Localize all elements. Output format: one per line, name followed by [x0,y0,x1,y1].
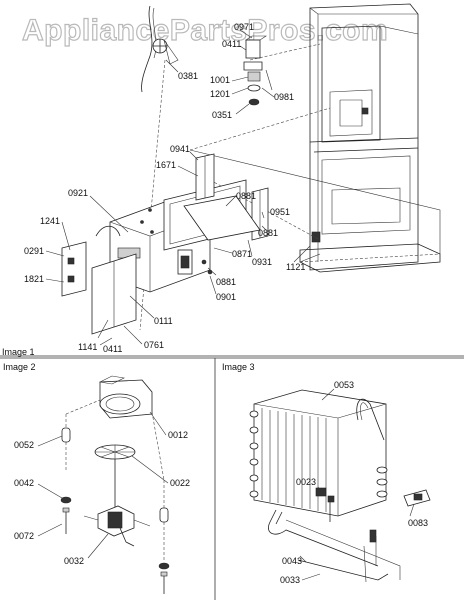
callout-1241: 1241 [40,216,60,226]
part-0032-drawing [83,505,151,547]
part-0072-drawing [62,507,168,594]
refrigerator-cabinet [299,3,441,273]
part-0381-drawing [141,5,179,93]
image-frames [0,355,464,600]
callout-1121: 1121 [286,262,305,272]
part-0083-drawing [403,489,431,507]
callout-0881-a: 0881 [236,191,256,201]
watermark-text: AppliancePartsPros.com [22,14,388,47]
callout-0053: 0053 [334,380,354,390]
caption-image2: Image 2 [3,362,36,372]
callout-0881-b: 0881 [258,228,278,238]
callout-0023: 0023 [296,477,316,487]
callout-0043: 0043 [282,556,302,566]
image2-drawing [60,375,170,594]
callout-0291: 0291 [24,246,44,256]
callout-0901: 0901 [216,292,236,302]
callout-1001: 1001 [210,75,230,85]
image1-leaders [45,29,311,346]
part-0022-drawing [94,444,136,510]
callout-0052: 0052 [14,440,34,450]
caption-image3: Image 3 [222,362,255,372]
callout-0111: 0111 [154,316,173,326]
image3-drawing [249,389,431,583]
callout-0411-bottom: 0411 [103,344,122,354]
part-0012-drawing [99,375,153,419]
callout-0881-c: 0881 [216,277,236,287]
part-0023-drawing [315,487,377,543]
part-0053-drawing [249,389,388,517]
callout-0761: 0761 [144,340,164,350]
callout-0981: 0981 [274,92,294,102]
part-0042-drawing [60,496,72,504]
image1-drawing [61,3,441,335]
callout-0941: 0941 [170,144,190,154]
callout-0411-top: 0411 [222,39,241,49]
callout-0072: 0072 [14,531,34,541]
callout-0921: 0921 [68,188,88,198]
callout-0032: 0032 [64,556,84,566]
image2-labels: 0012 0052 0022 0042 0072 0032 [14,430,190,566]
callout-0033: 0033 [280,575,300,585]
callout-0083: 0083 [408,518,428,528]
callout-0871: 0871 [232,249,252,259]
image2-leaders [37,411,169,559]
callout-1141: 1141 [78,342,97,352]
callout-0022: 0022 [170,478,190,488]
callout-0042: 0042 [14,478,34,488]
part-0043-drawing [268,509,401,580]
callout-0951: 0951 [270,207,290,217]
callout-0381: 0381 [178,71,198,81]
callout-0931: 0931 [252,257,272,267]
callout-1821: 1821 [24,274,44,284]
part-0033-drawing [297,545,389,583]
image1-labels: 0381 0971 0411 1001 1201 0981 0351 0941 … [24,22,305,354]
callout-0351: 0351 [212,110,232,120]
caption-image1: Image 1 [2,347,35,357]
damper-assembly-drawing [243,35,273,106]
callout-1201: 1201 [210,89,230,99]
image3-leaders [299,388,415,581]
callout-0971: 0971 [234,22,254,32]
image3-labels: 0053 0023 0083 0043 0033 [280,380,428,585]
callout-0012: 0012 [168,430,188,440]
callout-1671: 1671 [156,160,176,170]
part-0052-drawing [61,414,169,560]
evaporator-cover-drawing [61,153,269,335]
